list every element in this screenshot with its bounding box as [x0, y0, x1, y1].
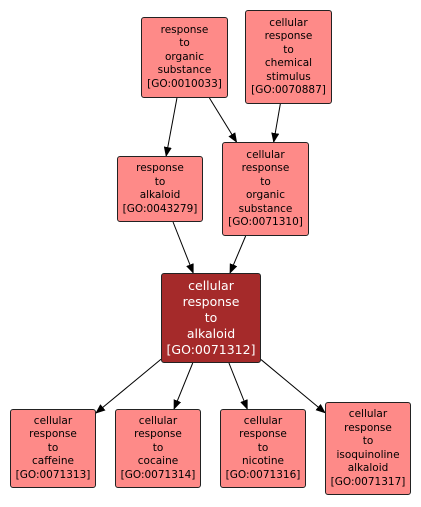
node-line: cellular — [33, 414, 73, 427]
node-line: alkaloid — [186, 326, 236, 341]
node-line: response — [264, 30, 313, 42]
node-line: cellular — [243, 414, 283, 427]
node-response-to-alkaloid[interactable]: response to alkaloid [GO:0043279] — [117, 156, 203, 222]
node-line: caffeine — [32, 455, 74, 468]
node-line: substance — [157, 64, 212, 77]
edge-go0010033-to-go0043279 — [163, 97, 178, 157]
edge-go0071312-to-go0071317 — [260, 359, 326, 414]
node-line: cocaine — [137, 455, 179, 468]
node-cellular-response-to-cocaine[interactable]: cellular response to cocaine [GO:0071314… — [115, 409, 201, 488]
edge-go0071310-to-go0071312 — [229, 235, 247, 274]
node-go-id: [GO:0071316] — [225, 468, 301, 481]
node-line: cellular — [188, 278, 234, 293]
node-line: cellular — [138, 414, 178, 427]
node-cellular-response-to-alkaloid[interactable]: cellular response to alkaloid [GO:007131… — [161, 273, 261, 363]
node-line: response — [241, 162, 290, 174]
edge-go0043279-to-go0071312 — [172, 221, 194, 274]
node-go-id: [GO:0010033] — [147, 77, 222, 90]
node-line: to — [362, 435, 374, 447]
node-cellular-response-to-caffeine[interactable]: cellular response to caffeine [GO:007131… — [10, 409, 96, 488]
edge-go0071312-to-go0071314 — [173, 362, 194, 410]
node-line: response — [344, 421, 392, 434]
node-line: cellular — [269, 16, 308, 29]
node-line: chemical — [264, 57, 313, 69]
node-line: response — [29, 428, 77, 441]
node-cellular-response-to-isoquinoline-alkaloid[interactable]: cellular response to isoquinoline alkalo… — [325, 402, 411, 495]
node-go-id: [GO:0070887] — [251, 84, 326, 96]
node-go-id: [GO:0071313] — [15, 468, 91, 481]
node-line: response — [134, 428, 182, 441]
node-line: cellular — [246, 148, 285, 161]
node-cellular-response-to-chemical-stimulus[interactable]: cellular response to chemical stimulus [… — [245, 10, 332, 104]
node-line: response — [182, 294, 240, 309]
node-line: response — [160, 23, 209, 36]
node-line: to — [179, 37, 190, 50]
node-cellular-response-to-organic-substance[interactable]: cellular response to organic substance [… — [222, 142, 309, 236]
edge-go0071312-to-go0071316 — [228, 362, 248, 410]
node-go-id: [GO:0043279] — [122, 202, 198, 215]
node-line: cellular — [348, 408, 388, 420]
node-line: to — [257, 441, 269, 454]
node-line: to — [260, 175, 271, 188]
node-line: organic — [245, 189, 285, 201]
node-line: stimulus — [266, 70, 311, 83]
node-line: alkaloid — [139, 189, 181, 201]
node-line: to — [154, 175, 166, 188]
node-line: nicotine — [242, 455, 284, 468]
node-line: to — [283, 43, 294, 56]
node-response-to-organic-substance[interactable]: response to organic substance [GO:001003… — [141, 17, 228, 98]
node-cellular-response-to-nicotine[interactable]: cellular response to nicotine [GO:007131… — [220, 409, 306, 488]
edge-go0070887-to-go0071310 — [271, 103, 281, 143]
node-line: substance — [238, 202, 293, 215]
node-go-id: [GO:0071317] — [330, 475, 406, 488]
node-line: to — [47, 441, 59, 454]
node-line: to — [152, 441, 164, 454]
edge-go0010033-to-go0071310 — [209, 97, 238, 143]
node-go-id: [GO:0071314] — [120, 468, 196, 481]
edge-go0071312-to-go0071313 — [95, 358, 162, 414]
node-line: alkaloid — [347, 462, 389, 474]
node-line: organic — [164, 50, 204, 63]
node-line: to — [204, 310, 218, 325]
node-line: response — [136, 162, 184, 174]
node-go-id: [GO:0071310] — [228, 216, 303, 228]
node-line: response — [239, 428, 287, 441]
node-go-id: [GO:0071312] — [166, 342, 256, 357]
node-line: isoquinoline — [336, 448, 400, 461]
